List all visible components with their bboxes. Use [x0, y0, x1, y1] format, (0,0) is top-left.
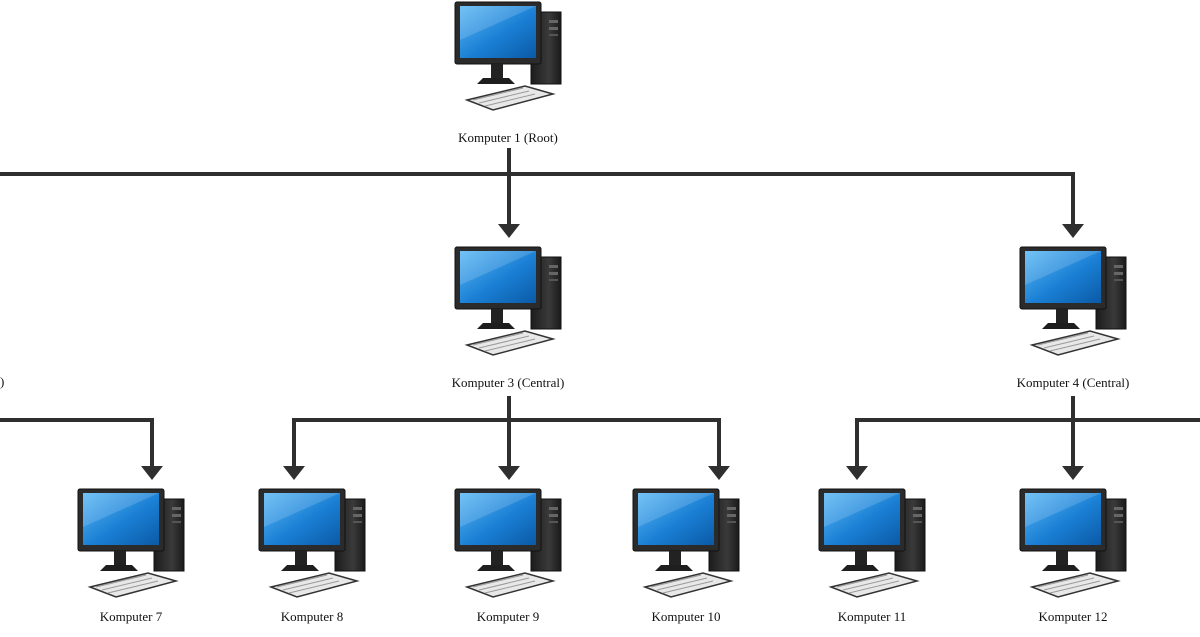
computer-icon	[77, 488, 185, 598]
node-komputer-4: Komputer 4 (Central)	[1008, 245, 1138, 395]
node-label: Komputer 9	[476, 609, 540, 624]
cropped-label-fragment: )	[0, 374, 5, 389]
computer-icon	[632, 488, 740, 598]
node-komputer-10: Komputer 10	[621, 487, 751, 637]
arrowheads	[141, 224, 1084, 480]
node-komputer-8: Komputer 8	[247, 487, 377, 637]
computer-icon	[454, 246, 562, 356]
node-label: Komputer 8	[280, 609, 344, 624]
node-label: Komputer 7	[99, 609, 163, 624]
arrowhead-k11	[846, 466, 868, 480]
arrowhead-k10	[708, 466, 730, 480]
arrowhead-k4	[1062, 224, 1084, 238]
computer-icon	[454, 488, 562, 598]
node-label: Komputer 11	[837, 609, 907, 624]
node-komputer-7: Komputer 7	[66, 487, 196, 637]
arrowhead-k3	[498, 224, 520, 238]
node-komputer-1: Komputer 1 (Root)	[443, 0, 573, 150]
node-label: Komputer 12	[1038, 609, 1108, 624]
computer-icon	[454, 1, 562, 111]
node-komputer-12: Komputer 12	[1008, 487, 1138, 637]
node-komputer-11: Komputer 11	[807, 487, 937, 637]
computer-icon	[1019, 488, 1127, 598]
node-label: Komputer 4 (Central)	[1016, 375, 1130, 390]
arrowhead-k7	[141, 466, 163, 480]
arrowhead-k8	[283, 466, 305, 480]
node-label: Komputer 1 (Root)	[458, 130, 558, 145]
computer-icon	[1019, 246, 1127, 356]
computer-icon	[258, 488, 366, 598]
arrowhead-k9	[498, 466, 520, 480]
node-label: Komputer 3 (Central)	[451, 375, 565, 390]
arrowhead-k12	[1062, 466, 1084, 480]
computer-icon	[818, 488, 926, 598]
node-label: Komputer 10	[651, 609, 721, 624]
node-komputer-9: Komputer 9	[443, 487, 573, 637]
connection-lines	[0, 148, 1200, 468]
node-komputer-3: Komputer 3 (Central)	[443, 245, 573, 395]
